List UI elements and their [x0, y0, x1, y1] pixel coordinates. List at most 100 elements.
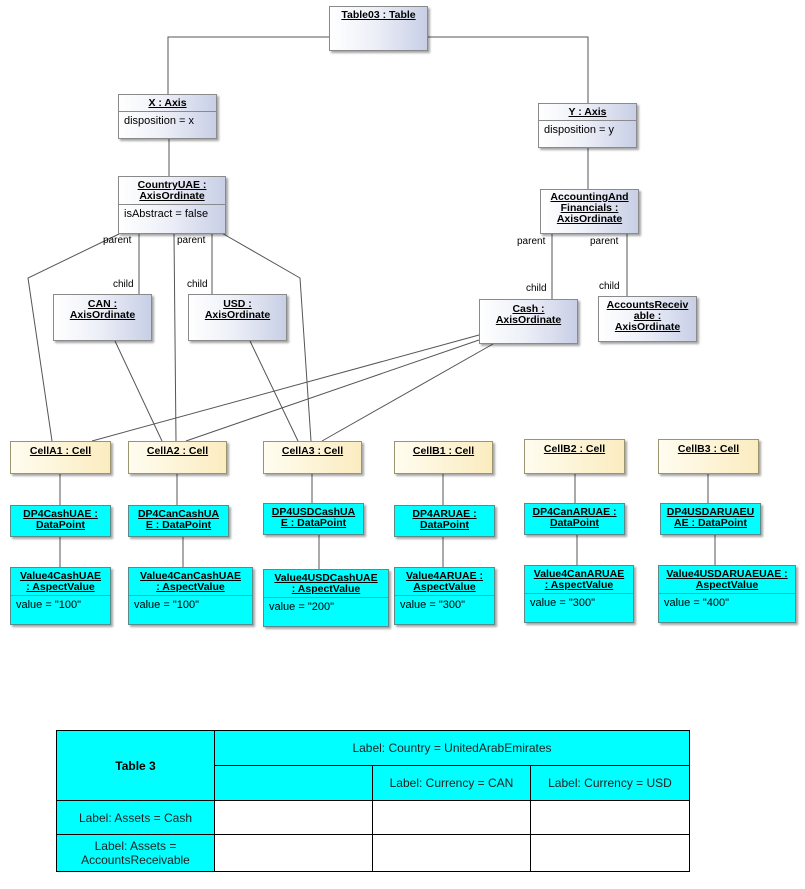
receivable-title-line3: AxisOrdinate — [614, 321, 681, 333]
aspect-value-title-line2: : AspectValue — [291, 583, 361, 595]
edge-country-cella1 — [27, 233, 120, 442]
datapoint-title-line2: E : DataPoint — [280, 517, 347, 529]
usd-title-line2: AxisOrdinate — [204, 309, 271, 321]
table-cell-empty[interactable] — [530, 800, 690, 835]
aspect-value-title-line2: AspectValue — [413, 581, 476, 593]
aspect-value-title: Value4USDCashUAE : AspectValue — [264, 570, 388, 597]
usd-node[interactable]: USD : AxisOrdinate — [188, 294, 287, 341]
receivable-title-line1: AccountsReceiv — [606, 299, 689, 311]
aspect-value-title: Value4ARUAE : AspectValue — [395, 568, 494, 595]
aspect-value-title-line2: : AspectValue — [156, 581, 225, 593]
datapoint-node[interactable]: DP4CanARUAE : DataPoint — [524, 503, 625, 535]
datapoint-title-line1: DP4CashUAE : — [23, 508, 98, 520]
receivable-title: AccountsReceiv able : AxisOrdinate — [599, 297, 696, 335]
label-child: child — [599, 281, 620, 292]
aspect-value-node[interactable]: Value4USDCashUAE : AspectValue value = "… — [263, 569, 389, 627]
label-child: child — [113, 279, 134, 290]
datapoint-title: DP4CanCashUA E : DataPoint — [129, 506, 228, 533]
table-cell-empty[interactable] — [530, 834, 690, 872]
datapoint-title-line1: DP4ARUAE : — [412, 508, 477, 520]
cash-title-line1: Cash : — [512, 303, 545, 315]
aspect-value-node[interactable]: Value4CanARUAE : AspectValue value = "30… — [524, 565, 634, 623]
country-uae-title-line1: CountryUAE : — [137, 179, 207, 191]
datapoint-title: DP4CanARUAE : DataPoint — [525, 504, 624, 531]
can-node[interactable]: CAN : AxisOrdinate — [53, 294, 152, 341]
cell-node[interactable]: CellA2 : Cell — [128, 441, 227, 474]
y-axis-node[interactable]: Y : Axis disposition = y — [538, 103, 637, 148]
datapoint-title-line1: DP4USDCashUA — [271, 506, 356, 518]
x-axis-node[interactable]: X : Axis disposition = x — [118, 94, 217, 139]
y-axis-attr: disposition = y — [539, 120, 636, 140]
aspect-value-title: Value4USDARUAEUAE : AspectValue — [659, 566, 795, 593]
x-axis-title: X : Axis — [148, 97, 187, 109]
aspect-value-title-line2: AspectValue — [695, 579, 759, 591]
row-label-cash: Label: Assets = Cash — [56, 800, 215, 835]
cell-node[interactable]: CellA3 : Cell — [263, 441, 362, 474]
aspect-value-attr: value = "400" — [659, 593, 795, 613]
cell-node[interactable]: CellB1 : Cell — [394, 441, 493, 474]
edge-cash-cella1 — [91, 334, 480, 442]
table03-node[interactable]: Table03 : Table — [329, 6, 428, 51]
datapoint-title-line2: AE : DataPoint — [674, 517, 747, 529]
datapoint-node[interactable]: DP4CanCashUA E : DataPoint — [128, 505, 229, 537]
edge-cash-cella3 — [321, 343, 494, 442]
datapoint-node[interactable]: DP4USDCashUA E : DataPoint — [263, 503, 364, 535]
table-cell-empty[interactable] — [372, 834, 531, 872]
table-cell-empty[interactable] — [214, 800, 373, 835]
country-uae-title: CountryUAE : AxisOrdinate — [119, 177, 225, 204]
cash-title: Cash : AxisOrdinate — [480, 300, 577, 328]
row-label-receivable: Label: Assets = AccountsReceivable — [56, 834, 215, 872]
country-uae-title-line2: AxisOrdinate — [139, 190, 205, 202]
cell-node[interactable]: CellA1 : Cell — [10, 441, 111, 474]
edge-country-cella2 — [173, 233, 177, 442]
accounting-node[interactable]: AccountingAnd Financials : AxisOrdinate — [540, 189, 639, 234]
x-axis-attr: disposition = x — [119, 111, 216, 131]
table-cell-empty[interactable] — [214, 834, 373, 872]
aspect-value-title-line1: Value4CanARUAE — [533, 568, 625, 580]
receivable-node[interactable]: AccountsReceiv able : AxisOrdinate — [598, 296, 697, 342]
datapoint-node[interactable]: DP4USDARUAEU AE : DataPoint — [660, 503, 761, 535]
row-label-receivable-line1: Label: Assets = — [94, 839, 177, 853]
country-uae-attr: isAbstract = false — [119, 204, 225, 224]
table-cell-empty[interactable] — [372, 800, 531, 835]
datapoint-title-line2: DataPoint — [549, 517, 599, 529]
aspect-value-title-line2: : AspectValue — [544, 579, 614, 591]
cell-title: CellA3 : Cell — [281, 445, 344, 457]
datapoint-title: DP4USDCashUA E : DataPoint — [264, 504, 363, 531]
aspect-value-attr: value = "300" — [525, 593, 633, 613]
edge-table-y — [428, 36, 589, 103]
cell-node[interactable]: CellB3 : Cell — [658, 439, 759, 474]
cell-node[interactable]: CellB2 : Cell — [524, 439, 625, 474]
row-label-receivable-line2: AccountsReceivable — [81, 853, 190, 867]
usd-title-line1: USD : — [223, 298, 252, 310]
cash-title-line2: AxisOrdinate — [495, 314, 562, 326]
cell-title: CellB3 : Cell — [677, 443, 740, 455]
table03-title: Table03 : Table — [341, 9, 416, 21]
aspect-value-node[interactable]: Value4ARUAE : AspectValue value = "300" — [394, 567, 495, 625]
aspect-value-node[interactable]: Value4CashUAE : AspectValue value = "100… — [10, 567, 111, 625]
datapoint-title-line2: DataPoint — [419, 519, 469, 531]
datapoint-title-line2: DataPoint — [35, 519, 85, 531]
aspect-value-title-line1: Value4USDCashUAE — [274, 572, 378, 584]
usd-title: USD : AxisOrdinate — [189, 295, 286, 323]
datapoint-node[interactable]: DP4ARUAE : DataPoint — [394, 505, 495, 537]
aspect-value-attr: value = "200" — [264, 597, 388, 617]
cash-node[interactable]: Cash : AxisOrdinate — [479, 299, 578, 344]
can-title-line1: CAN : — [87, 298, 118, 310]
cell-title: CellA1 : Cell — [29, 445, 92, 457]
datapoint-title: DP4ARUAE : DataPoint — [395, 506, 494, 533]
aspect-value-node[interactable]: Value4CanCashUAE : AspectValue value = "… — [128, 567, 253, 625]
country-uae-node[interactable]: CountryUAE : AxisOrdinate isAbstract = f… — [118, 176, 226, 234]
can-title-line2: AxisOrdinate — [69, 309, 136, 321]
edge-country-cella3 — [219, 231, 312, 442]
accounting-title: AccountingAnd Financials : AxisOrdinate — [541, 190, 638, 227]
label-parent: parent — [590, 236, 619, 247]
aspect-value-attr: value = "100" — [11, 595, 110, 615]
label-parent: parent — [103, 235, 132, 246]
edge-cash-cella2 — [185, 339, 480, 442]
datapoint-title-line2: E : DataPoint — [145, 519, 212, 531]
datapoint-node[interactable]: DP4CashUAE : DataPoint — [10, 505, 111, 537]
aspect-value-node[interactable]: Value4USDARUAEUAE : AspectValue value = … — [658, 565, 796, 623]
currency-can-cell: Label: Currency = CAN — [372, 765, 531, 801]
